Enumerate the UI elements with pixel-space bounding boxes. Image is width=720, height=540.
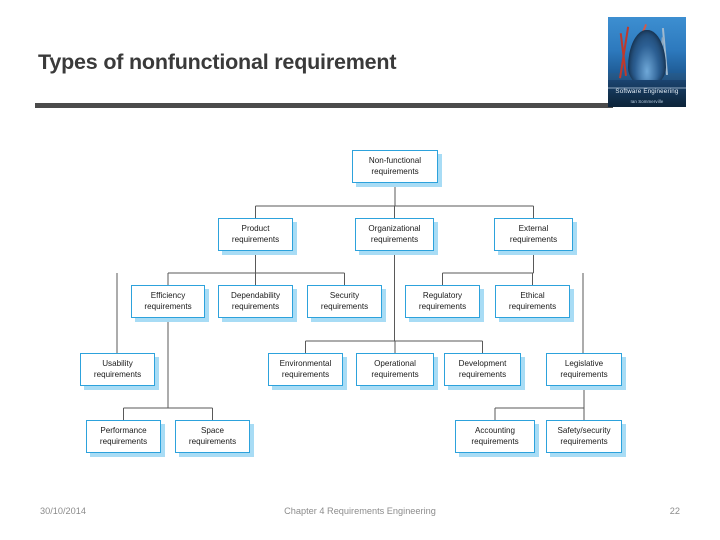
book-cover-author: Ian Sommerville [630, 99, 664, 105]
tree-node-organizational[interactable]: Organizational requirements [355, 218, 434, 251]
footer-page-number: 22 [669, 506, 680, 516]
tree-node-label: Product requirements [231, 223, 280, 244]
tree-node-label: Ethical requirements [508, 290, 557, 311]
book-cover-band [608, 87, 686, 89]
book-cover-title: Software Engineering [615, 88, 679, 96]
slide-footer: 30/10/2014 Chapter 4 Requirements Engine… [0, 506, 720, 528]
tree-node-label: External requirements [509, 223, 558, 244]
tree-node-space[interactable]: Space requirements [175, 420, 250, 453]
page-title: Types of nonfunctional requirement [38, 50, 397, 74]
tree-node-label: Development requirements [458, 358, 507, 379]
tree-node-label: Organizational requirements [368, 223, 421, 244]
tree-node-label: Usability requirements [93, 358, 142, 379]
tree-node-label: Performance requirements [99, 425, 148, 446]
tree-node-accounting[interactable]: Accounting requirements [455, 420, 535, 453]
tree-node-legislative[interactable]: Legislative requirements [546, 353, 622, 386]
tree-node-label: Safety/security requirements [557, 425, 611, 446]
footer-chapter: Chapter 4 Requirements Engineering [284, 506, 436, 516]
tree-node-performance[interactable]: Performance requirements [86, 420, 161, 453]
tree-node-label: Accounting requirements [471, 425, 519, 446]
tree-node-operational[interactable]: Operational requirements [356, 353, 434, 386]
tree-node-regulatory[interactable]: Regulatory requirements [405, 285, 480, 318]
book-cover-ground [608, 80, 686, 107]
tree-node-label: Legislative requirements [560, 358, 608, 379]
dome-structure-icon [628, 29, 666, 86]
tree-node-label: Regulatory requirements [418, 290, 467, 311]
tree-node-ethical[interactable]: Ethical requirements [495, 285, 570, 318]
tree-node-usability[interactable]: Usability requirements [80, 353, 155, 386]
tree-node-external[interactable]: External requirements [494, 218, 573, 251]
tree-node-label: Security requirements [320, 290, 369, 311]
footer-date: 30/10/2014 [40, 506, 86, 516]
tree-node-safety-security[interactable]: Safety/security requirements [546, 420, 622, 453]
tree-node-dependability[interactable]: Dependability requirements [218, 285, 293, 318]
tree-node-label: Space requirements [188, 425, 237, 446]
tree-node-efficiency[interactable]: Efficiency requirements [131, 285, 205, 318]
tree-node-non-functional[interactable]: Non-functional requirements [352, 150, 438, 183]
tree-node-label: Environmental requirements [279, 358, 332, 379]
tree-node-security[interactable]: Security requirements [307, 285, 382, 318]
tree-node-label: Non-functional requirements [368, 155, 422, 176]
title-divider [35, 103, 613, 108]
tree-node-label: Efficiency requirements [144, 290, 192, 311]
tree-node-development[interactable]: Development requirements [444, 353, 521, 386]
tree-node-environmental[interactable]: Environmental requirements [268, 353, 343, 386]
tree-node-label: Operational requirements [371, 358, 419, 379]
tree-node-label: Dependability requirements [230, 290, 281, 311]
book-cover-thumbnail: Software Engineering Ian Sommerville [608, 17, 686, 107]
tree-node-product[interactable]: Product requirements [218, 218, 293, 251]
